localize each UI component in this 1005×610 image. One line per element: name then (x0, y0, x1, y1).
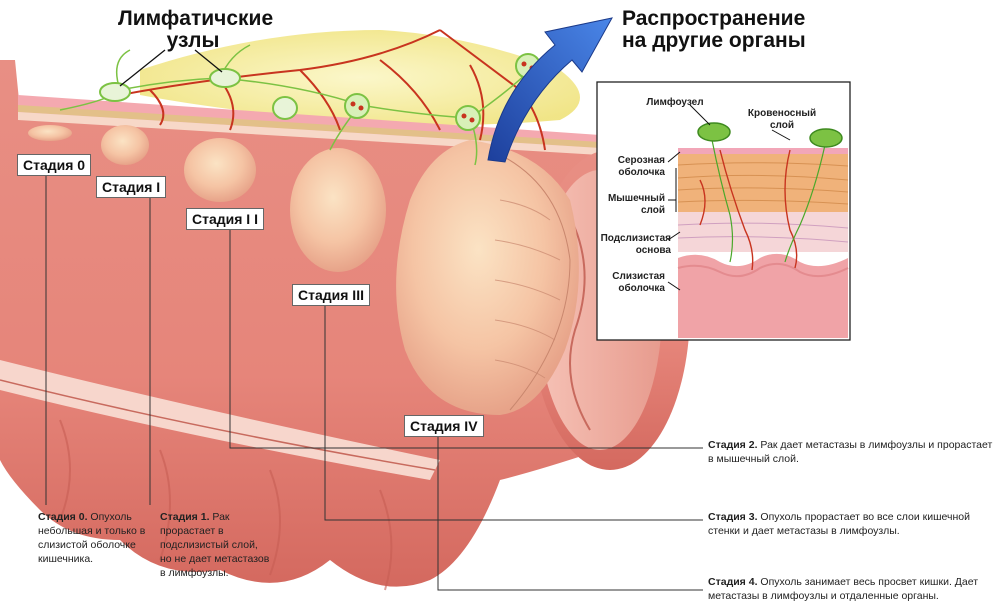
lymph-node-metastatic-2 (455, 105, 481, 131)
lymph-node-2 (209, 68, 241, 88)
tumor-stage-0 (28, 125, 72, 141)
cross-section-inset (596, 81, 851, 341)
stage-2-note-head: Стадия 2. (708, 439, 758, 451)
stage-1-note-head: Стадия 1. (160, 511, 210, 523)
stage-1-note-text: Рак прорастает в подслизистый слой, но н… (160, 511, 270, 579)
lymph-nodes-title: Лимфатичские узлы (118, 7, 274, 52)
stage-0-note-text: Опухоль небольшая и только в слизистой о… (38, 511, 146, 565)
stage-2-note: Стадия 2. Рак дает метастазы в лимфоузлы… (708, 438, 993, 466)
stage-4-label: Стадия IV (404, 415, 484, 437)
stage-0-note: Стадия 0. Опухоль небольшая и только в с… (38, 510, 146, 566)
tumor-stage-1 (101, 125, 149, 165)
stage-pointer-lines (45, 172, 703, 591)
stage-3-label: Стадия III (292, 284, 370, 306)
stage-2-note-text: Рак дает метастазы в лимфоузлы и прораст… (708, 439, 993, 465)
lymph-title-pointers (119, 49, 223, 87)
inset-label-mucosa: Слизистая оболочка (612, 271, 665, 294)
stage-3-note: Стадия 3. Опухоль прорастает во все слои… (708, 510, 993, 538)
stage-4-note: Стадия 4. Опухоль занимает весь просвет … (708, 575, 993, 603)
tumor-stage-3 (290, 148, 386, 272)
spread-title: Распространение на другие органы (622, 7, 806, 52)
tumor-stage-2 (184, 138, 256, 202)
inset-label-serosa: Серозная оболочка (617, 155, 665, 178)
lymph-node-metastatic-1 (344, 93, 370, 119)
inset-label-blood-layer: Кровеносный слой (747, 108, 817, 131)
stage-0-label: Стадия 0 (17, 154, 92, 176)
inset-label-muscle: Мышечный слой (607, 193, 665, 216)
stage-1-note: Стадия 1. Рак прорастает в подслизистый … (160, 510, 270, 580)
stage-3-note-text: Опухоль прорастает во все слои кишечной … (708, 511, 970, 537)
lymph-node-3 (272, 96, 298, 120)
stage-1-label: Стадия I (96, 176, 167, 198)
stage-3-note-head: Стадия 3. (708, 511, 758, 523)
lymph-node-1 (99, 82, 131, 102)
inset-label-lymph-node: Лимфоузел (646, 97, 704, 108)
inset-label-submucosa: Подслизистая основа (600, 233, 671, 256)
stage-2-label: Стадия I I (186, 208, 264, 230)
stage-4-note-head: Стадия 4. (708, 576, 758, 588)
stage-0-note-head: Стадия 0. (38, 511, 88, 523)
tumor-stage-4 (396, 140, 579, 415)
stage-4-note-text: Опухоль занимает весь просвет кишки. Дае… (708, 576, 979, 602)
spread-arrow (487, 17, 613, 163)
mesentery-fat (140, 30, 580, 125)
